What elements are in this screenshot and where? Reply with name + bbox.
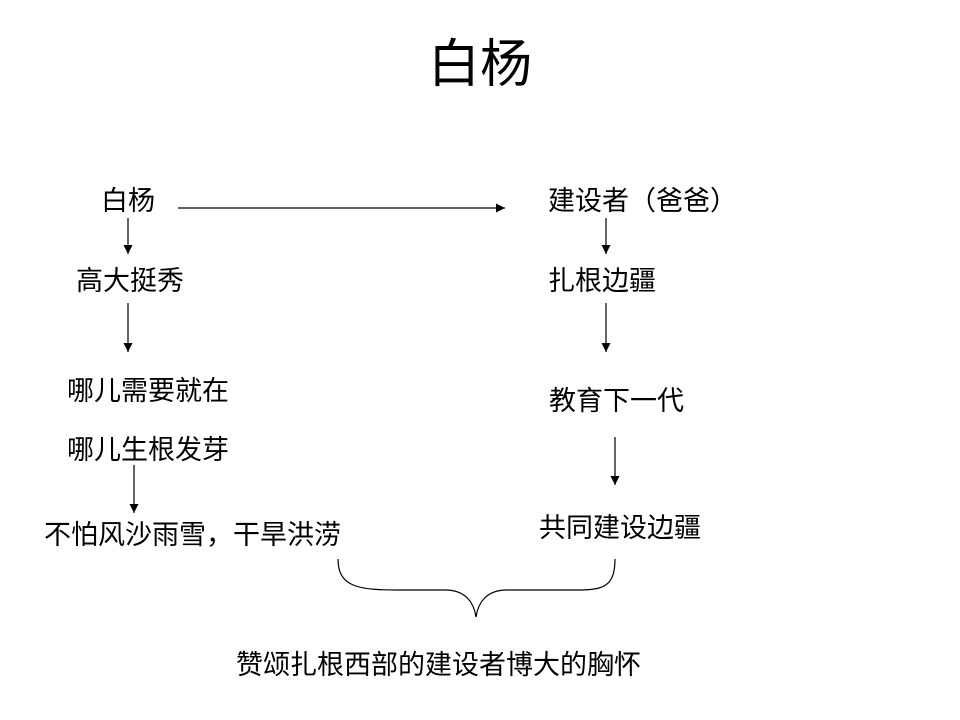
left-node-baiyang: 白杨 — [101, 186, 155, 217]
left-node-fearless: 不怕风沙雨雪，干旱洪涝 — [44, 520, 341, 551]
right-node-build-together: 共同建设边疆 — [539, 513, 701, 544]
left-node-grow-line1: 哪儿需要就在 — [67, 376, 229, 407]
right-node-take-root: 扎根边疆 — [548, 266, 656, 297]
right-node-educate: 教育下一代 — [549, 386, 684, 417]
diagram-title: 白杨 — [427, 35, 532, 95]
conclusion-text: 赞颂扎根西部的建设者博大的胸怀 — [236, 650, 641, 681]
left-node-tall-straight: 高大挺秀 — [76, 266, 184, 297]
left-node-grow-line2: 哪儿生根发芽 — [67, 435, 229, 466]
summary-brace — [337, 558, 616, 618]
right-node-builder: 建设者（爸爸） — [548, 186, 737, 217]
